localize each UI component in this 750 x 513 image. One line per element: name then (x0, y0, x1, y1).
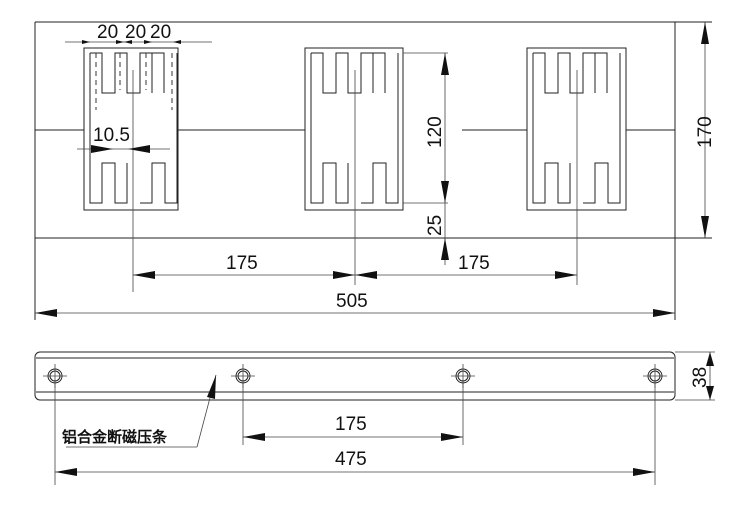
dim-height-inner: 120 (425, 116, 446, 148)
panel-2 (304, 47, 404, 211)
dim-thickness: 38 (690, 367, 711, 388)
dim-pitch-3: 20 (150, 22, 171, 43)
panel-3 (526, 47, 627, 211)
dim-pitch-2: 20 (125, 22, 146, 43)
dim-hole-span: 475 (335, 449, 367, 470)
strip-label: 铝合金断磁压条 (62, 428, 168, 446)
dim-width-total: 505 (336, 291, 368, 312)
dim-height-total: 170 (695, 116, 716, 148)
dim-hole-spacing: 175 (335, 414, 367, 435)
dim-pitch-1: 20 (97, 22, 118, 43)
dim-spacing-1: 175 (226, 253, 258, 274)
dim-spacing-2: 175 (458, 253, 490, 274)
dim-offset: 25 (425, 215, 446, 236)
strip-view: 38 175 475 铝合金断磁压条 (34, 351, 715, 485)
panel-1 (83, 47, 179, 211)
mounting-holes (43, 364, 667, 388)
dim-gap: 10.5 (93, 125, 130, 146)
top-plate-view: 20 20 20 10.5 120 25 170 175 175 505 (34, 21, 716, 320)
